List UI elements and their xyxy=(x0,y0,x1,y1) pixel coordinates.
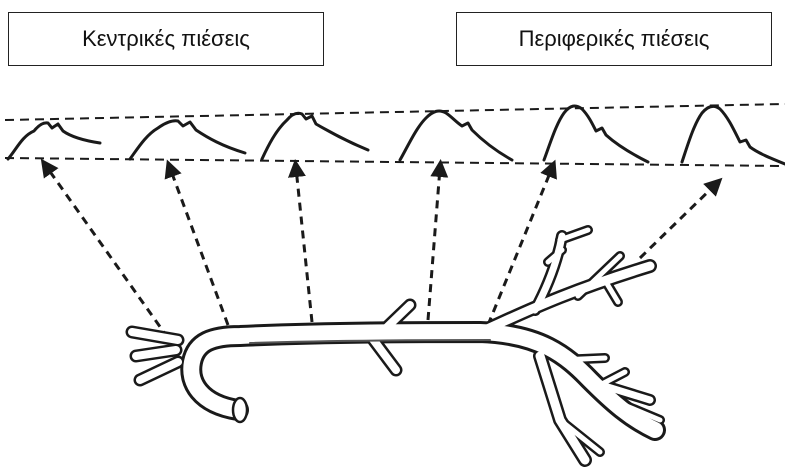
dashed-reference-lines xyxy=(5,104,785,166)
waveform-5 xyxy=(544,106,648,162)
waveform-1 xyxy=(8,123,100,159)
upper-dashed-line xyxy=(5,104,785,120)
arrow-3 xyxy=(296,168,312,322)
arrow-1 xyxy=(46,166,168,338)
pressure-waveforms xyxy=(8,106,785,164)
aorta-cut-end xyxy=(233,398,247,422)
arrow-6 xyxy=(640,184,716,258)
waveform-2 xyxy=(130,121,245,159)
waveform-4 xyxy=(400,111,512,160)
measurement-arrows xyxy=(46,166,716,338)
arrow-4 xyxy=(428,168,440,320)
lower-dashed-line xyxy=(5,158,785,166)
waveform-3 xyxy=(262,113,368,159)
arterial-tree-lumen xyxy=(132,230,660,460)
arrow-2 xyxy=(170,168,228,325)
waveform-6 xyxy=(682,106,785,164)
arterial-tree xyxy=(132,230,660,460)
